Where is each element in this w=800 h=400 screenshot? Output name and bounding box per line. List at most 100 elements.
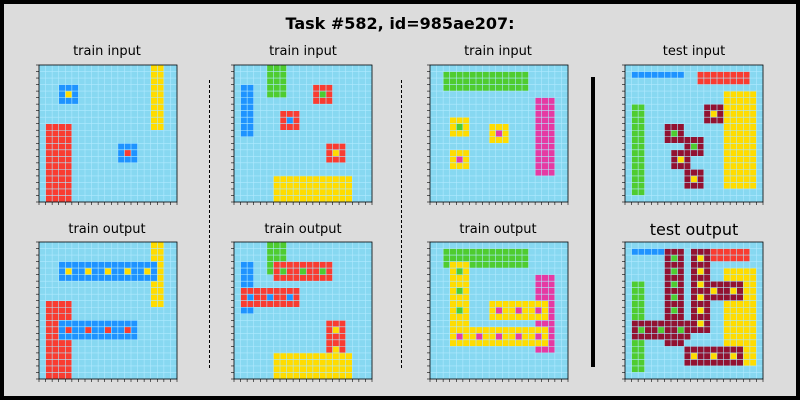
grid-cell [482, 255, 490, 262]
grid-cell [677, 182, 685, 190]
grid-cell [306, 326, 314, 334]
grid-cell [671, 195, 678, 203]
grid-cell [684, 143, 691, 151]
grid-cell [462, 65, 470, 72]
grid-cell [743, 287, 751, 295]
panel-title-2: train input [269, 44, 337, 59]
grid-cell [625, 268, 632, 275]
grid-cell [644, 333, 652, 341]
grid-cell [157, 136, 165, 144]
grid-cell [443, 365, 450, 373]
grid-cell [690, 65, 698, 72]
grid-cell [312, 242, 320, 249]
grid-cell [528, 352, 536, 360]
grid-cell [449, 313, 457, 321]
grid-cell [91, 281, 99, 288]
grid-cell [260, 117, 268, 124]
grid-cell [554, 71, 562, 79]
grid-cell [234, 320, 241, 328]
grid-cell [677, 136, 685, 144]
grid-cell [240, 110, 248, 118]
grid-cell [710, 143, 718, 151]
grid-cell [144, 313, 151, 321]
grid-cell [717, 149, 724, 157]
grid-cell [286, 91, 294, 98]
grid-cell [703, 268, 711, 275]
grid-cell [345, 149, 353, 157]
grid-cell [535, 169, 542, 177]
grid-cell [98, 313, 105, 321]
grid-cell [358, 130, 366, 137]
grid-cell [430, 84, 437, 92]
grid-cell [515, 255, 523, 262]
grid-cell [111, 300, 119, 308]
grid-cell [352, 71, 360, 79]
grid-cell [671, 261, 678, 269]
grid-cell [339, 372, 346, 380]
grid-cell [495, 274, 503, 282]
grid-cell [78, 71, 86, 79]
grid-cell [247, 156, 254, 164]
grid-cell [703, 365, 711, 373]
grid-cell [45, 117, 53, 124]
grid-cell [554, 242, 562, 249]
grid-cell [690, 242, 698, 249]
grid-cell [508, 365, 516, 373]
grid-cell [710, 307, 718, 314]
grid-cell [117, 313, 125, 321]
grid-cell [690, 195, 698, 203]
grid-cell [730, 195, 737, 203]
grid-cell [482, 130, 490, 137]
grid-cell [124, 182, 132, 190]
grid-cell [345, 352, 353, 360]
grid-cell [657, 281, 665, 288]
grid-cell [260, 339, 268, 347]
grid-cell [664, 287, 672, 295]
grid-cell [45, 130, 53, 137]
grid-cell [104, 175, 112, 183]
grid-cell [306, 104, 314, 111]
grid-cell [234, 294, 241, 301]
grid-cell [65, 136, 73, 144]
grid-cell [240, 287, 248, 295]
grid-cell [260, 110, 268, 118]
grid-cell [352, 182, 360, 190]
grid-cell [163, 248, 171, 256]
grid-cell [631, 248, 639, 256]
grid-cell [170, 326, 178, 334]
grid-cell [638, 195, 645, 203]
grid-cell [326, 169, 333, 177]
grid-cell [502, 326, 510, 334]
grid-cell [111, 182, 119, 190]
grid-cell [358, 268, 366, 275]
grid-cell [332, 175, 340, 183]
grid-cell [163, 130, 171, 137]
grid-cell [260, 281, 268, 288]
grid-cell [489, 326, 496, 334]
grid-cell [144, 242, 151, 249]
grid-cell [299, 104, 307, 111]
grid-cell [45, 175, 53, 183]
grid-cell [495, 91, 503, 98]
grid-cell [326, 104, 333, 111]
grid-cell [736, 104, 744, 111]
grid-cell [462, 91, 470, 98]
grid-cell [443, 274, 450, 282]
grid-cell [443, 143, 450, 151]
grid-cell [52, 365, 59, 373]
grid-cell [528, 281, 536, 288]
grid-cell [85, 261, 92, 269]
grid-cell [749, 274, 757, 282]
grid-cell [561, 188, 569, 196]
grid-cell [71, 188, 79, 196]
grid-cell [703, 149, 711, 157]
grid-cell [508, 149, 516, 157]
grid-cell [730, 162, 737, 170]
grid-cell [111, 123, 119, 131]
grid-cell [638, 339, 645, 347]
grid-cell [58, 346, 66, 354]
grid-cell [749, 143, 757, 151]
grid-cell [703, 169, 711, 177]
grid-cell [561, 365, 569, 373]
grid-cell [163, 352, 171, 360]
